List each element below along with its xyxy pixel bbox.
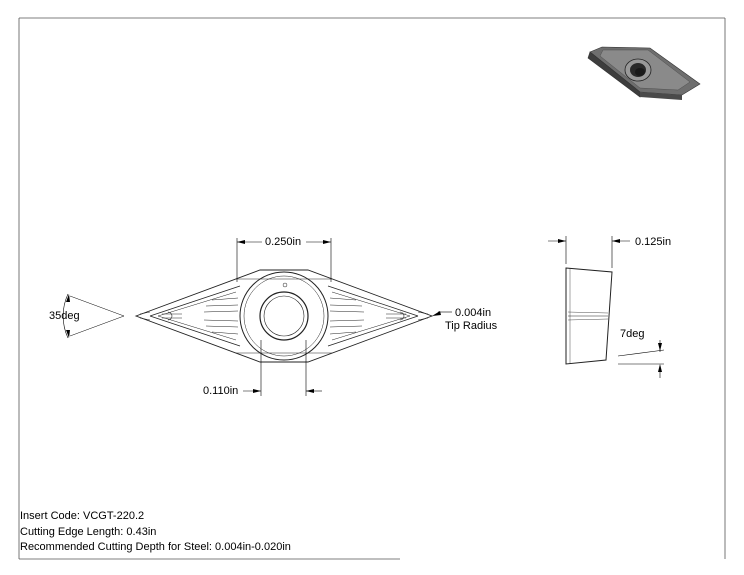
dim-width-label: 0.250in <box>265 236 302 248</box>
side-dimensions <box>548 236 665 378</box>
dim-thickness-label: 0.125in <box>635 236 672 248</box>
cutting-edge-length-text: Cutting Edge Length: 0.43in <box>20 525 157 538</box>
insert-hole <box>259 291 309 341</box>
side-outline <box>565 267 613 365</box>
insert-info-block: Insert Code: VCGT-220.2 Cutting Edge Len… <box>20 509 291 556</box>
dim-clearance-angle-label: 7deg <box>620 328 645 340</box>
insert-boss <box>239 271 329 361</box>
dim-angle-label: 35deg <box>49 310 80 322</box>
dim-tip-radius-label: Tip Radius <box>445 320 498 332</box>
isometric-view <box>587 46 701 100</box>
insert-front-view <box>134 269 434 363</box>
cutting-depth-text: Recommended Cutting Depth for Steel: 0.0… <box>20 541 291 553</box>
front-dimensions <box>62 238 452 396</box>
insert-code-text: Insert Code: VCGT-220.2 <box>20 510 145 522</box>
dim-tip-radius-value: 0.004in <box>455 307 492 319</box>
insert-side-view <box>565 267 613 365</box>
insert-outline <box>134 269 434 363</box>
sheet-border <box>18 17 726 560</box>
dim-hole-label: 0.110in <box>203 385 239 397</box>
